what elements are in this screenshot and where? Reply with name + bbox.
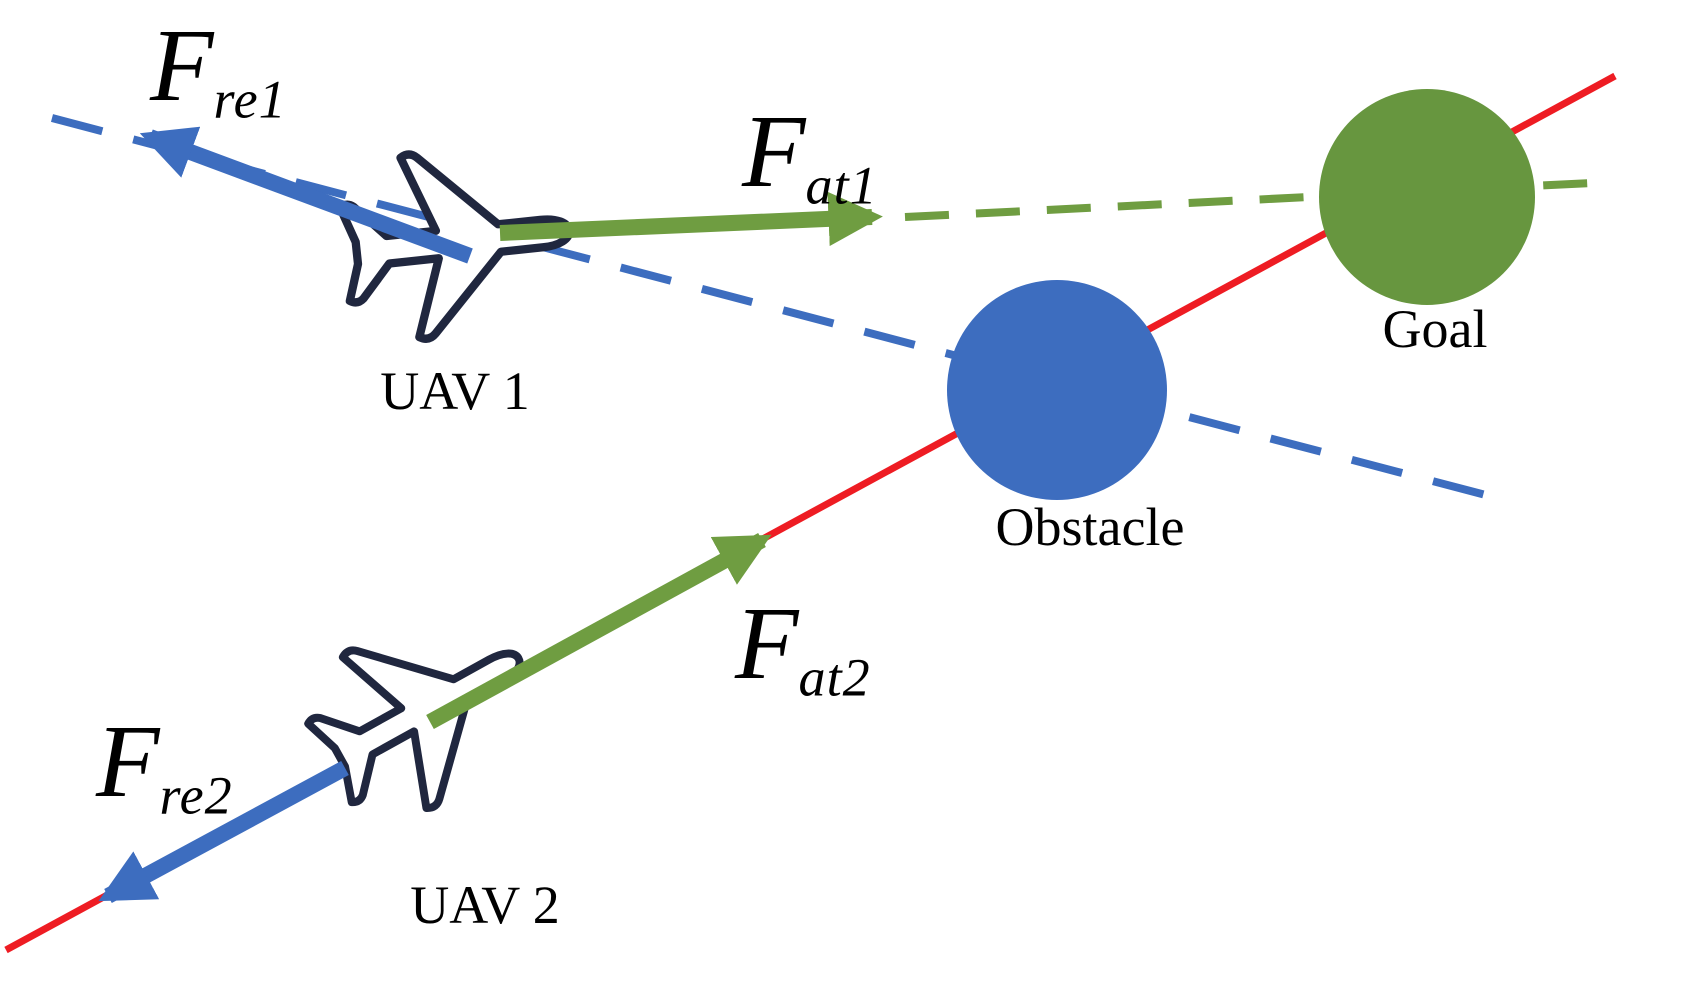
f-re2-sub: re2 xyxy=(159,765,233,826)
f-at1-sub: at1 xyxy=(805,155,878,216)
uav1-plane-icon xyxy=(335,150,574,343)
obstacle-circle xyxy=(947,280,1167,500)
label-f-re2: Fre2 xyxy=(96,710,233,826)
label-uav2: UAV 2 xyxy=(410,875,560,935)
uav2-plane-icon xyxy=(304,646,524,813)
f-re1-arrow xyxy=(139,126,473,264)
f-re2-base: F xyxy=(96,704,160,819)
label-obstacle: Obstacle xyxy=(995,497,1185,557)
f-at2-sub: at2 xyxy=(798,647,871,708)
f-at1-base: F xyxy=(742,94,806,209)
label-goal: Goal xyxy=(1382,299,1488,359)
f-at1-arrow xyxy=(499,191,883,247)
f-at2-arrow xyxy=(426,532,772,730)
label-uav1: UAV 1 xyxy=(380,361,530,421)
uav1-plane-outline xyxy=(335,150,574,343)
label-f-at2: Fat2 xyxy=(735,592,871,708)
f-re1-sub: re1 xyxy=(213,69,287,130)
label-f-re1: Fre1 xyxy=(150,14,287,130)
goal-circle xyxy=(1319,89,1535,305)
f-re1-base: F xyxy=(150,8,214,123)
f-at2-base: F xyxy=(735,586,799,701)
label-f-at1: Fat1 xyxy=(742,100,878,216)
f-re2-arrow xyxy=(98,760,349,904)
uav2-plane-outline xyxy=(304,646,524,813)
